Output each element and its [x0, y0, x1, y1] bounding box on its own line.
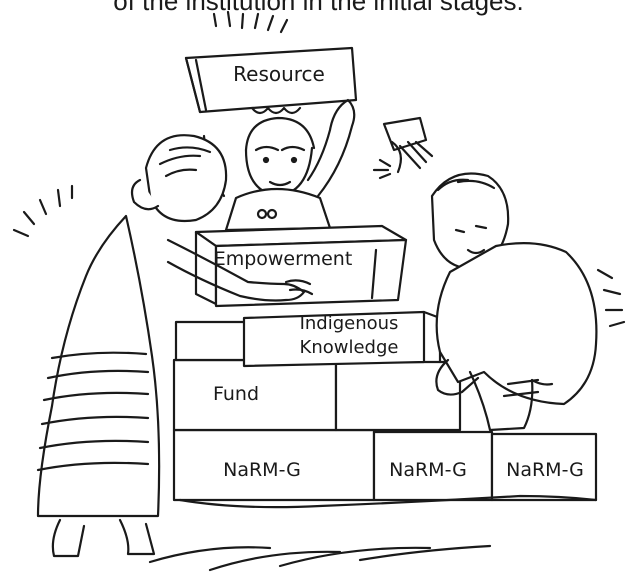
man-back-figure	[202, 98, 356, 232]
label-resource: Resource	[233, 62, 325, 86]
label-fund: Fund	[213, 383, 259, 405]
woman-figure	[36, 134, 314, 558]
label-narm-g-3: NaRM-G	[506, 459, 584, 481]
label-knowledge: Knowledge	[300, 337, 399, 358]
sparkle-marks-right	[596, 268, 626, 328]
label-narm-g-2: NaRM-G	[389, 459, 467, 481]
resource-board	[184, 46, 358, 115]
stone-wall	[172, 310, 598, 509]
label-empowerment: Empowerment	[214, 248, 353, 270]
tool-hand	[372, 116, 434, 180]
sparkle-marks-left	[12, 184, 74, 238]
sparkle-marks-top	[212, 10, 289, 34]
label-narm-g-1: NaRM-G	[223, 459, 301, 481]
empowerment-box	[194, 224, 408, 308]
label-indigenous: Indigenous	[300, 313, 399, 334]
ground-lines	[148, 544, 492, 572]
caption-text: of the institution in the initial stages…	[113, 0, 524, 16]
man-right-figure	[430, 172, 598, 432]
